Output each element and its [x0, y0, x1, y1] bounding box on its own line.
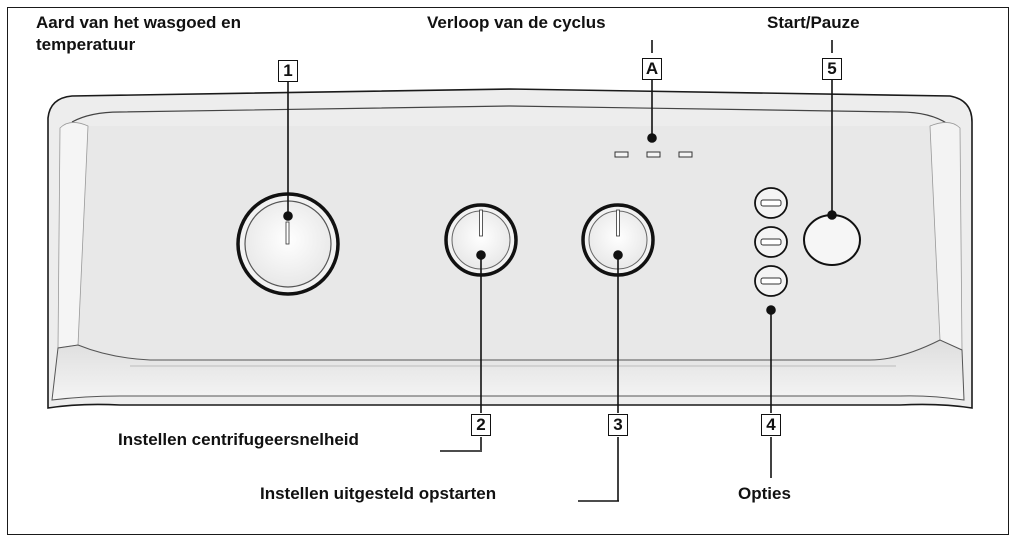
panel-left-edge [57, 122, 89, 349]
label-wash-type-line1: Aard van het wasgoed en [36, 13, 241, 32]
leader-lines [283, 40, 837, 502]
callout-number-2: 2 [471, 414, 491, 436]
callout-number-A: A [642, 58, 662, 80]
callout-number-3: 3 [608, 414, 628, 436]
led-indicator [614, 151, 629, 158]
panel-right-edge [929, 122, 963, 351]
callout-number-5: 5 [822, 58, 842, 80]
cycle-progress-leds [614, 151, 693, 158]
start-pause-button[interactable] [803, 214, 861, 266]
label-start-pause: Start/Pauze [767, 13, 860, 32]
option-button-1[interactable] [754, 187, 788, 219]
callout-number-1: 1 [278, 60, 298, 82]
option-button-2[interactable] [754, 226, 788, 258]
label-cycle-progress: Verloop van de cyclus [427, 13, 606, 32]
option-button-3[interactable] [754, 265, 788, 297]
callout-number-4: 4 [761, 414, 781, 436]
label-options: Opties [738, 484, 791, 503]
label-delay-start: Instellen uitgesteld opstarten [260, 484, 497, 503]
label-spin-speed: Instellen centrifugeersnelheid [118, 430, 359, 449]
spin-knob[interactable] [444, 203, 518, 277]
panel-top-rim [71, 105, 949, 125]
panel-lower-lip [51, 339, 965, 401]
led-indicator [678, 151, 693, 158]
led-indicator [646, 151, 661, 158]
label-wash-type-line2: temperatuur [36, 35, 136, 54]
